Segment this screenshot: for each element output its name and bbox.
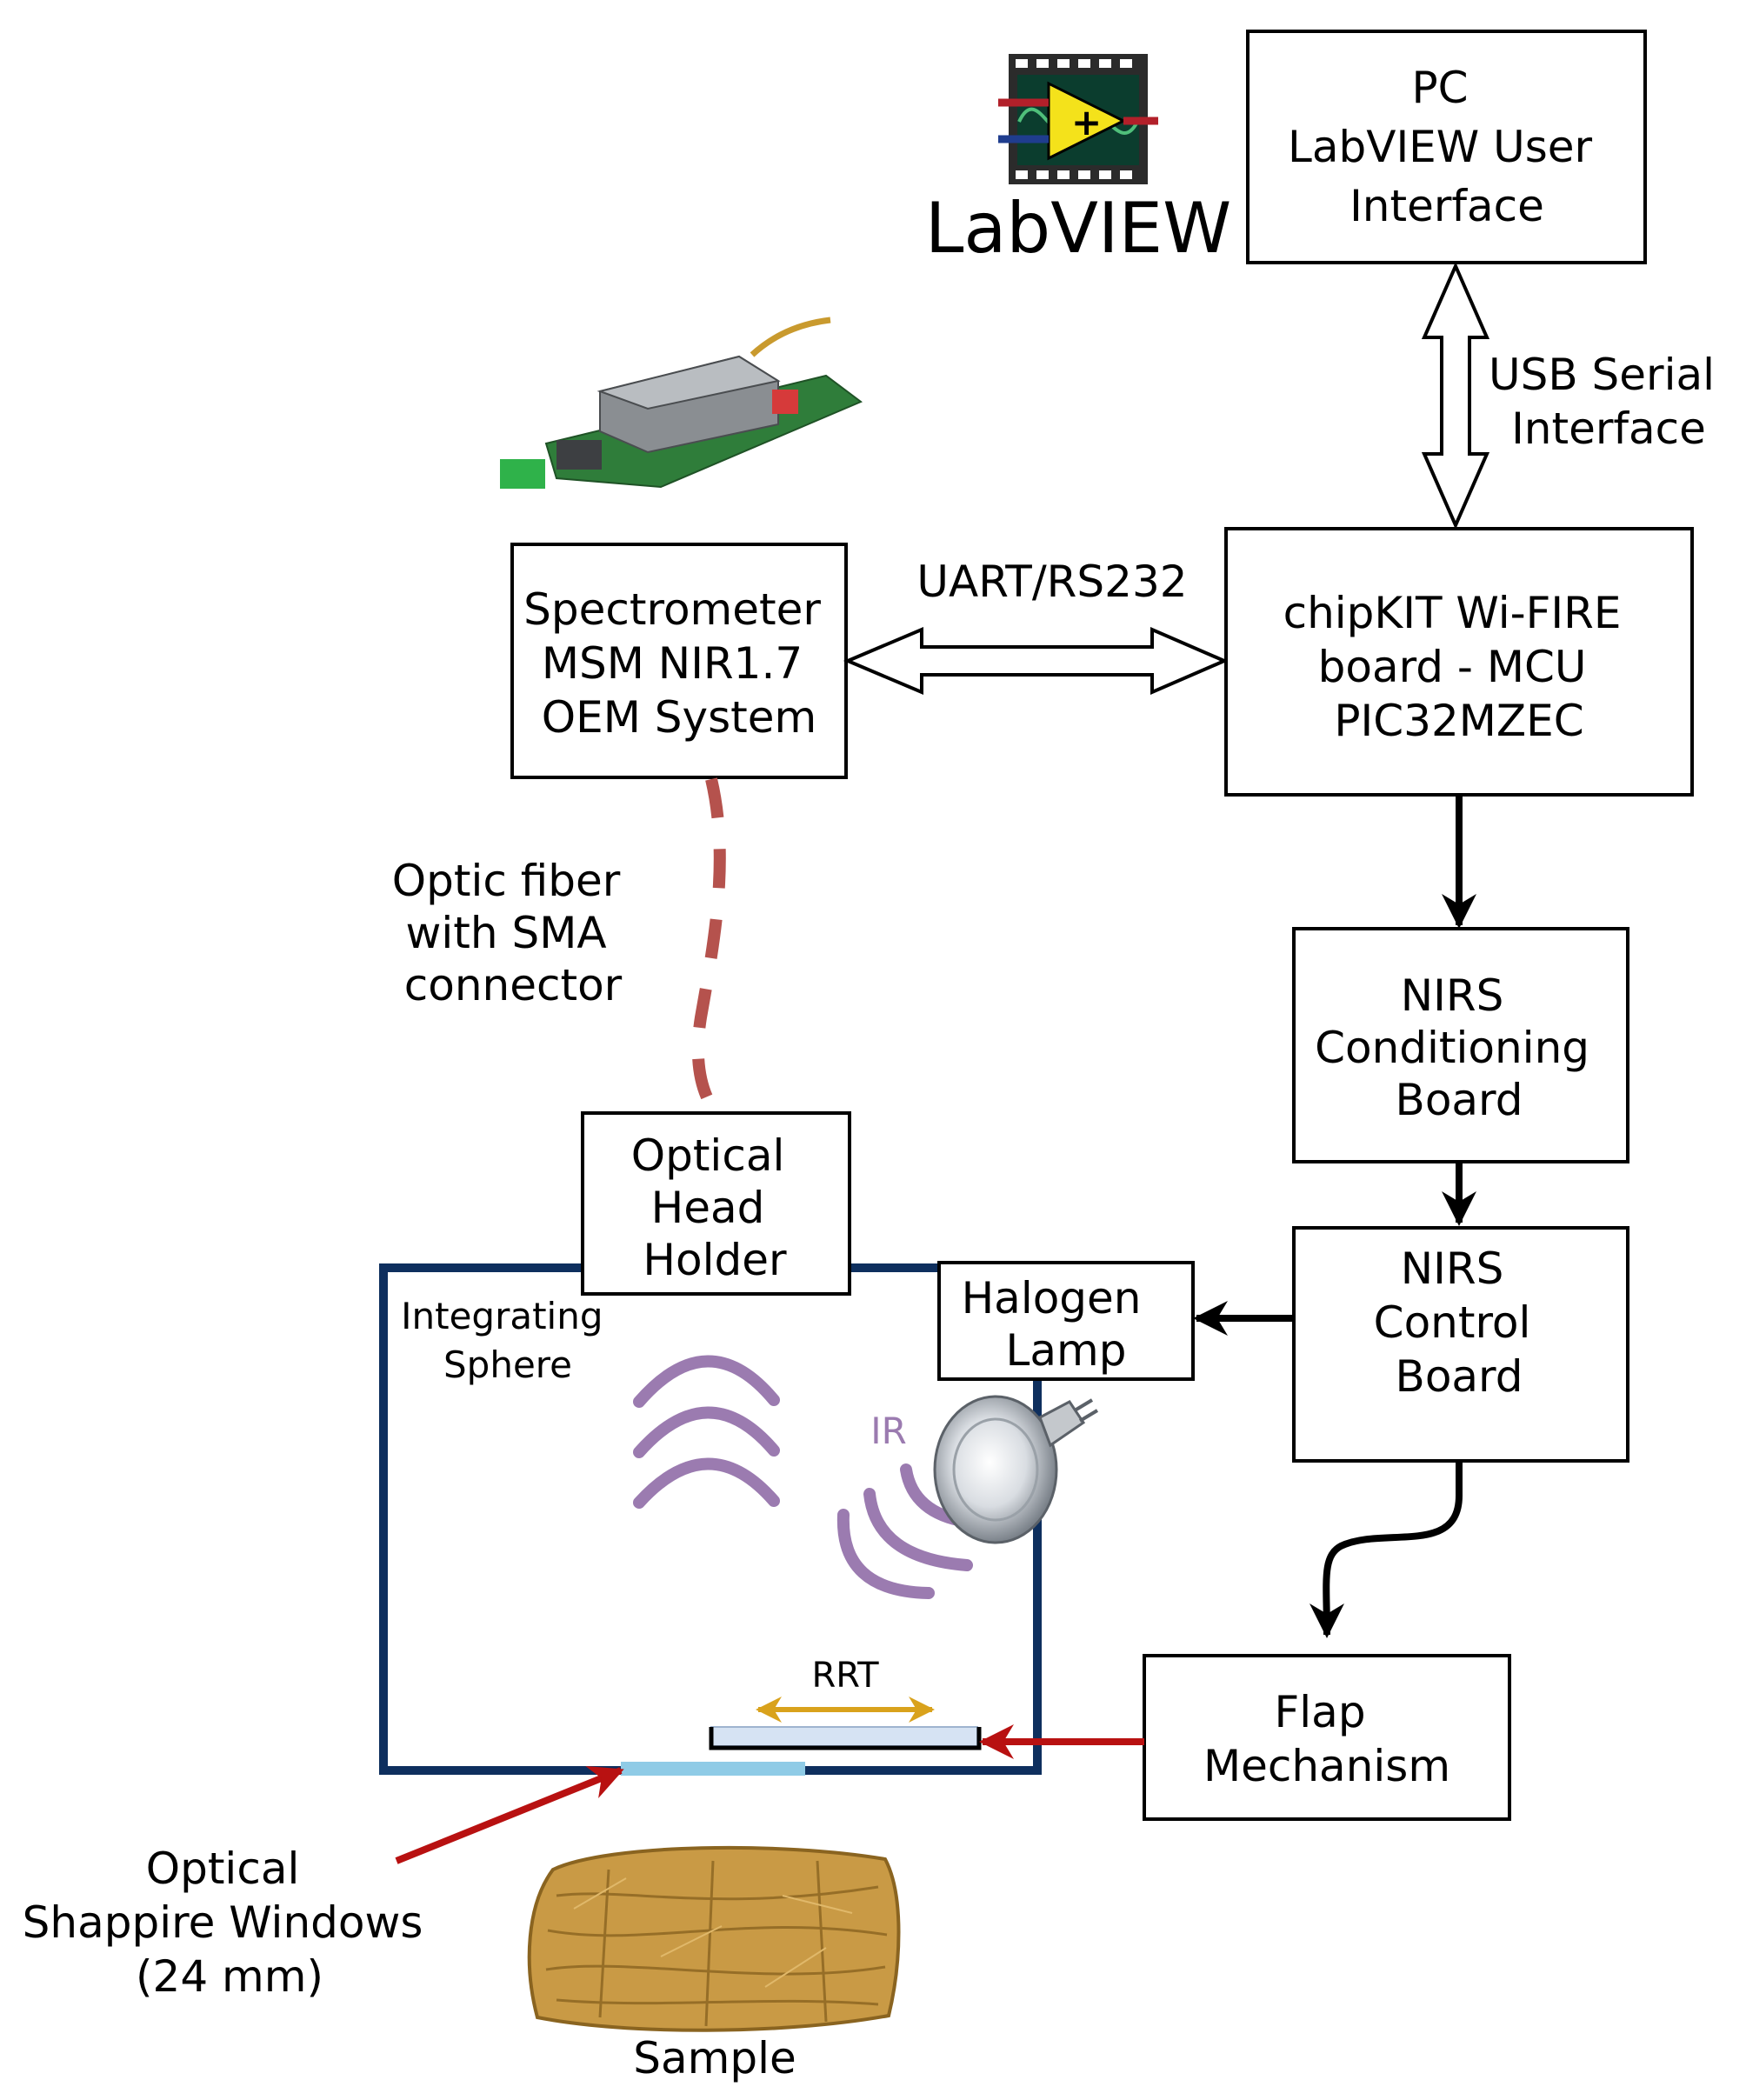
arrow-to-sapphire-window <box>395 1765 624 1864</box>
svg-text:Optical Shappire Windows: Optical Shappire Windows (24 mm) <box>23 1843 437 2002</box>
mcu-line-1: chipKIT Wi-FIRE <box>1283 588 1622 638</box>
conditioning-box: NIRS Conditioning Board <box>1292 927 1629 1163</box>
svg-text:Integrating Sphere: Integrating Sphere <box>401 1295 615 1386</box>
halogen-box: Halogen Lamp <box>937 1261 1195 1381</box>
labview-logo-text: LabVIEW <box>925 188 1231 269</box>
svg-text:Optical Head Holde: Optical Head Holder <box>631 1130 799 1285</box>
conditioning-line-3: Board <box>1396 1075 1523 1125</box>
control-line-1: NIRS <box>1401 1243 1504 1294</box>
svg-text:Optic fiber with SMA c: Optic fiber with SMA connector <box>392 856 634 1010</box>
pc-line-2: LabVIEW User <box>1288 122 1593 172</box>
mcu-box: chipKIT Wi-FIRE board - MCU PIC32MZEC <box>1224 527 1694 797</box>
conditioning-line-1: NIRS <box>1401 970 1504 1021</box>
optical-head-line-3: Holder <box>643 1235 787 1285</box>
flap-line-1: Flap <box>1275 1687 1366 1737</box>
spectrometer-line-1: Spectrometer <box>523 584 821 635</box>
optical-head-line-1: Optical <box>631 1130 785 1181</box>
pc-line-3: Interface <box>1349 181 1544 231</box>
control-line-2: Control <box>1374 1297 1531 1348</box>
windows-label-line-1: Optical <box>146 1843 300 1894</box>
usb-label-line-1: USB Serial <box>1489 350 1715 400</box>
halogen-lamp-image <box>933 1395 1099 1544</box>
svg-text:Spectrometer MSM NIR1.7: Spectrometer MSM NIR1.7 OEM System <box>523 584 835 743</box>
labview-logo: + LabVIEW <box>925 54 1231 269</box>
labview-icon: + <box>998 54 1158 184</box>
svg-text:NIRS Control Board: NIRS Control Board <box>1374 1243 1545 1402</box>
halogen-line-2: Lamp <box>1006 1325 1127 1376</box>
arrow-control-to-flap <box>1309 1463 1463 1638</box>
pc-line-1: PC <box>1412 63 1469 113</box>
mcu-line-3: PIC32MZEC <box>1334 696 1583 746</box>
optic-fiber-line <box>691 777 726 1115</box>
usb-label-line-2: Interface <box>1511 403 1706 454</box>
uart-label: UART/RS232 <box>916 557 1187 607</box>
optical-head-box: Optical Head Holder <box>581 1111 851 1296</box>
optical-head-line-2: Head <box>651 1183 765 1233</box>
svg-text:chipKIT Wi-FIRE board -: chipKIT Wi-FIRE board - MCU PIC32MZEC <box>1283 588 1636 746</box>
fiber-label-line-3: connector <box>404 960 623 1010</box>
windows-label-line-3: (24 mm) <box>136 1951 323 2002</box>
spectrometer-box: Spectrometer MSM NIR1.7 OEM System <box>510 543 848 779</box>
rrt-plate <box>710 1726 978 1747</box>
svg-text:PC LabVIEW User In: PC LabVIEW User Interface <box>1288 63 1606 231</box>
flap-box: Flap Mechanism <box>1143 1654 1511 1821</box>
control-box: NIRS Control Board <box>1292 1226 1629 1463</box>
control-line-3: Board <box>1396 1351 1523 1402</box>
windows-label-line-2: Shappire Windows <box>23 1897 423 1948</box>
svg-text:+: + <box>1071 101 1102 143</box>
svg-text:Halogen Lamp: Halogen Lamp <box>962 1273 1156 1376</box>
svg-text:USB Serial Interface: USB Serial Interface <box>1489 350 1729 454</box>
spectrometer-module-image <box>500 317 863 489</box>
uart-double-arrow <box>843 626 1230 696</box>
ir-label: IR <box>870 1410 907 1452</box>
svg-text:NIRS Conditioning: NIRS Conditioning Board <box>1315 970 1603 1125</box>
spectrometer-line-2: MSM NIR1.7 <box>542 638 803 689</box>
ir-waves-left <box>633 1355 780 1509</box>
sapphire-window <box>621 1762 805 1776</box>
sphere-label-line-1: Integrating <box>401 1295 603 1337</box>
hay-sample-image <box>527 1845 901 2032</box>
flap-line-2: Mechanism <box>1203 1741 1450 1791</box>
fiber-label-line-2: with SMA <box>406 908 607 958</box>
spectrometer-line-3: OEM System <box>542 692 816 743</box>
usb-double-arrow <box>1421 262 1490 530</box>
mcu-line-2: board - MCU <box>1318 642 1587 692</box>
halogen-line-1: Halogen <box>962 1273 1142 1323</box>
fiber-label-line-1: Optic fiber <box>392 856 621 906</box>
rrt-label: RRT <box>811 1656 879 1696</box>
pc-box: PC LabVIEW User Interface <box>1246 30 1647 264</box>
sphere-label-line-2: Sphere <box>443 1343 572 1386</box>
svg-text:Flap Mechanism: Flap Mechanism <box>1203 1687 1450 1791</box>
conditioning-line-2: Conditioning <box>1315 1023 1589 1073</box>
sample-label: Sample <box>633 2033 796 2083</box>
